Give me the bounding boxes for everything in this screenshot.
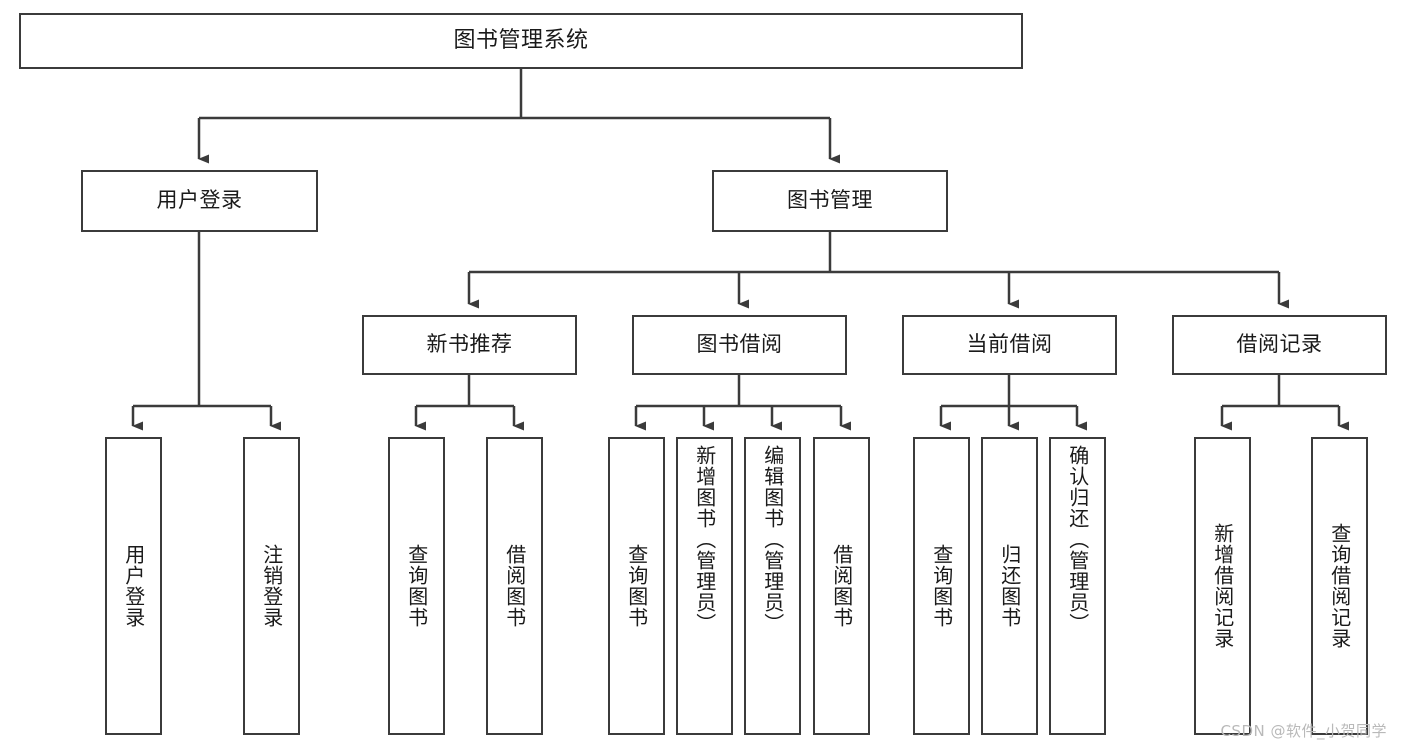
node-user-login[interactable]: 用户登录 [81,170,318,232]
leaf-borrow-book-1-label: 借阅图书 [502,544,527,628]
leaf-add-borrow-record-label: 新增借阅记录 [1210,523,1235,649]
node-new-book-recommend-label: 新书推荐 [426,332,513,357]
leaf-query-borrow-record[interactable]: 查询借阅记录 [1311,437,1368,735]
leaf-add-borrow-record[interactable]: 新增借阅记录 [1194,437,1251,735]
leaf-query-book-1-label: 查询图书 [404,544,429,628]
leaf-query-book-3-label: 查询图书 [929,544,954,628]
leaf-return-book-label: 归还图书 [997,544,1022,628]
leaf-query-book-2[interactable]: 查询图书 [608,437,665,735]
csdn-watermark: CSDN @软件_小贺同学 [1220,722,1387,740]
leaf-edit-book-admin[interactable]: 编辑图书（管理员） [744,437,801,735]
leaf-logout-login[interactable]: 注销登录 [243,437,300,735]
node-book-management-label: 图书管理 [787,188,873,213]
node-book-management[interactable]: 图书管理 [712,170,948,232]
leaf-query-borrow-record-label: 查询借阅记录 [1327,523,1352,649]
leaf-query-book-3[interactable]: 查询图书 [913,437,970,735]
leaf-user-login-label: 用户登录 [121,544,146,628]
leaf-add-book-admin[interactable]: 新增图书（管理员） [676,437,733,735]
node-root-system[interactable]: 图书管理系统 [19,13,1023,69]
node-current-borrow[interactable]: 当前借阅 [902,315,1117,375]
leaf-return-book[interactable]: 归还图书 [981,437,1038,735]
node-borrow-record[interactable]: 借阅记录 [1172,315,1387,375]
leaf-confirm-return-admin[interactable]: 确认归还（管理员） [1049,437,1106,735]
leaf-logout-login-label: 注销登录 [259,544,284,628]
node-book-borrow-label: 图书借阅 [696,332,783,357]
leaf-confirm-return-admin-label: 确认归还（管理员） [1065,445,1090,634]
node-current-borrow-label: 当前借阅 [966,332,1053,357]
node-new-book-recommend[interactable]: 新书推荐 [362,315,577,375]
node-borrow-record-label: 借阅记录 [1236,332,1323,357]
leaf-borrow-book-1[interactable]: 借阅图书 [486,437,543,735]
leaf-borrow-book-2-label: 借阅图书 [829,544,854,628]
node-book-borrow[interactable]: 图书借阅 [632,315,847,375]
leaf-user-login[interactable]: 用户登录 [105,437,162,735]
node-user-login-label: 用户登录 [156,188,243,213]
node-root-system-label: 图书管理系统 [453,27,589,53]
leaf-query-book-2-label: 查询图书 [624,544,649,628]
leaf-borrow-book-2[interactable]: 借阅图书 [813,437,870,735]
leaf-query-book-1[interactable]: 查询图书 [388,437,445,735]
leaf-edit-book-admin-label: 编辑图书（管理员） [760,445,785,634]
leaf-add-book-admin-label: 新增图书（管理员） [692,445,717,634]
